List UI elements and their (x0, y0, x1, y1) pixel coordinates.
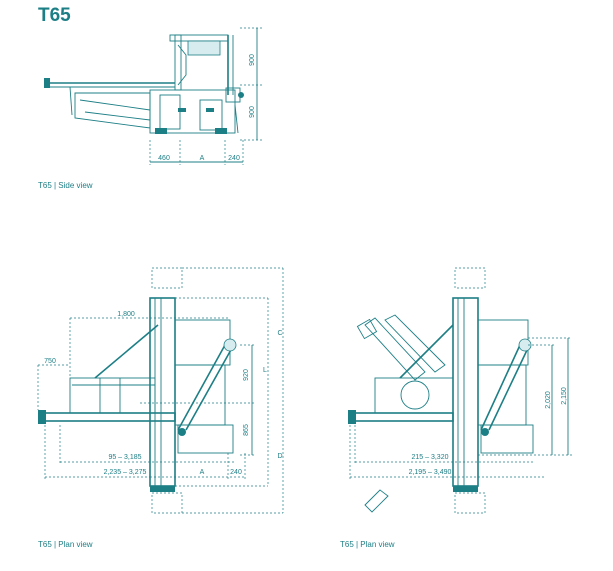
dim-plan-right-2150: 2,150 (561, 387, 568, 405)
plan-right-dimensions (349, 337, 572, 480)
dim-plan-left-920: 920 (243, 369, 250, 381)
page-title: T65 (38, 5, 71, 26)
plan-right-drawing (348, 267, 534, 514)
dim-plan-left-range2: 2,235 – 3,275 (104, 469, 147, 476)
plan-left-drawing (38, 267, 240, 514)
dim-plan-right-range1: 215 – 3,320 (412, 454, 449, 461)
dim-side-240: 240 (228, 155, 240, 162)
dim-plan-left-1800: 1,800 (117, 311, 135, 318)
dim-plan-left-865: 865 (243, 424, 250, 436)
caption-plan-view-right: T65 | Plan view (340, 540, 395, 549)
dim-side-900-top: 900 (249, 54, 256, 66)
dim-plan-left-D: D (277, 453, 282, 460)
caption-plan-view-left: T65 | Plan view (38, 540, 93, 549)
plan-left-dimensions (37, 267, 284, 514)
dim-plan-left-A: A (200, 469, 205, 476)
caption-side-view: T65 | Side view (38, 181, 93, 190)
side-view-dimensions (149, 27, 262, 165)
dim-side-A: A (200, 155, 205, 162)
side-view-drawing (44, 34, 244, 134)
dim-plan-left-L: L (263, 367, 267, 374)
dim-plan-right-range2: 2,195 – 3,490 (409, 469, 452, 476)
dim-plan-right-2020: 2,020 (545, 391, 552, 409)
dim-plan-left-750: 750 (44, 358, 56, 365)
dim-plan-left-240: 240 (230, 469, 242, 476)
dim-plan-left-range1: 95 – 3,185 (108, 454, 141, 461)
dim-side-900-bottom: 900 (249, 106, 256, 118)
dim-plan-left-C: C (277, 330, 282, 337)
dim-side-460: 460 (158, 155, 170, 162)
